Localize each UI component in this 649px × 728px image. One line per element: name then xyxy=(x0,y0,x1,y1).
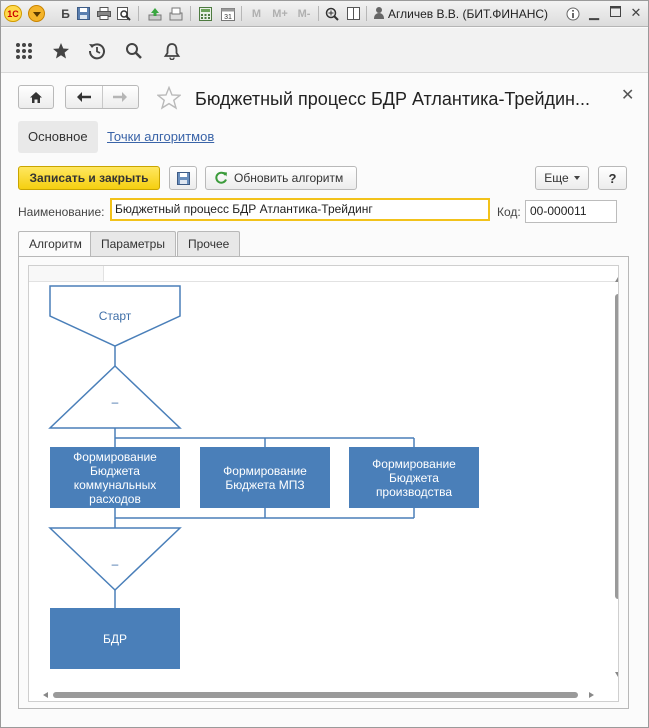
block-production-budget[interactable]: Формирование Бюджета производства xyxy=(349,447,479,508)
user-icon xyxy=(374,7,384,19)
code-input[interactable]: 00-000011 xyxy=(525,200,617,223)
notifications-bell-icon[interactable] xyxy=(163,42,181,61)
flowchart-connectors: Старт – – xyxy=(48,285,415,608)
scroll-left-icon[interactable] xyxy=(43,692,48,698)
current-user[interactable]: Агличев В.В. (БИТ.ФИНАНС) xyxy=(388,7,549,21)
scroll-down-icon[interactable] xyxy=(615,672,618,677)
calendar-icon[interactable]: 31 xyxy=(219,5,236,22)
form-close-icon[interactable]: ✕ xyxy=(621,87,635,104)
decision-2-label: – xyxy=(112,557,119,571)
save-and-close-button[interactable]: Записать и закрыть xyxy=(18,166,160,190)
history-nav-group xyxy=(65,85,139,109)
preview-icon[interactable] xyxy=(115,5,132,22)
upload-icon[interactable] xyxy=(146,5,163,22)
document-icon[interactable] xyxy=(167,5,184,22)
vertical-scrollbar[interactable] xyxy=(615,274,618,684)
toolbar-separator xyxy=(190,6,191,21)
scroll-right-icon[interactable] xyxy=(589,692,594,698)
name-label: Наименование: xyxy=(18,205,105,219)
tab-other[interactable]: Прочее xyxy=(177,231,241,257)
history-icon[interactable] xyxy=(88,42,106,60)
favorites-star-icon[interactable] xyxy=(52,42,70,60)
chevron-down-icon xyxy=(573,176,580,180)
window-close-icon[interactable]: ✕ xyxy=(630,5,642,20)
toolbar-separator xyxy=(241,6,242,21)
forward-button[interactable] xyxy=(103,86,139,108)
zoom-icon[interactable] xyxy=(323,5,340,22)
tab-parameters[interactable]: Параметры xyxy=(90,231,176,257)
1c-logo-icon[interactable]: 1С xyxy=(4,5,22,22)
algorithm-tab-panel: Старт – – Формирование Бюджета коммуналь… xyxy=(18,256,629,709)
home-icon xyxy=(30,91,42,103)
page-title: Бюджетный процесс БДР Атлантика-Трейдин.… xyxy=(195,89,590,109)
panel-icon[interactable] xyxy=(345,5,362,22)
more-button[interactable]: Еще xyxy=(535,166,589,190)
nav-tab-main[interactable]: Основное xyxy=(18,121,98,153)
toolbar-separator xyxy=(138,6,139,21)
canvas-corner xyxy=(29,266,104,282)
scroll-up-icon[interactable] xyxy=(615,277,618,282)
decision-shape-2[interactable] xyxy=(48,527,182,592)
memory-plus-icon[interactable]: M+ xyxy=(272,7,288,20)
toolbar-separator xyxy=(318,6,319,21)
nav-link-algorithm-points[interactable]: Точки алгоритмов xyxy=(107,129,215,144)
canvas-ruler xyxy=(104,266,618,282)
bold-letter-icon[interactable]: Б xyxy=(61,6,70,21)
start-label: Старт xyxy=(99,309,132,323)
maximize-icon[interactable] xyxy=(607,5,623,21)
decision-1-label: – xyxy=(112,395,119,409)
main-menu-dropdown-icon[interactable] xyxy=(28,5,45,22)
home-button[interactable] xyxy=(18,85,54,109)
arrow-left-icon xyxy=(76,92,91,102)
refresh-algorithm-label: Обновить алгоритм xyxy=(234,171,344,185)
more-label: Еще xyxy=(544,171,569,185)
tab-algorithm[interactable]: Алгоритм xyxy=(18,231,93,258)
save-button[interactable] xyxy=(169,166,197,190)
code-label: Код: xyxy=(497,205,521,219)
block-utilities-budget[interactable]: Формирование Бюджета коммунальных расход… xyxy=(50,447,180,508)
block-bdr[interactable]: БДР xyxy=(50,608,180,669)
memory-m-icon[interactable]: M xyxy=(251,7,262,20)
back-button[interactable] xyxy=(66,86,103,108)
horizontal-scrollbar[interactable] xyxy=(43,691,595,699)
refresh-icon xyxy=(215,171,227,184)
calculator-icon[interactable] xyxy=(197,5,214,22)
vertical-scroll-thumb[interactable] xyxy=(615,294,618,599)
calendar-day-text: 31 xyxy=(224,14,232,21)
save-icon xyxy=(176,171,190,185)
help-button[interactable]: ? xyxy=(598,166,627,190)
arrow-right-icon xyxy=(113,92,128,102)
favorite-star-icon[interactable] xyxy=(156,85,182,110)
name-input[interactable]: Бюджетный процесс БДР Атлантика-Трейдинг xyxy=(110,198,490,221)
search-icon[interactable] xyxy=(125,42,143,60)
minimize-icon[interactable]: ▁ xyxy=(589,5,599,20)
horizontal-scroll-thumb[interactable] xyxy=(53,692,578,698)
refresh-algorithm-button[interactable]: Обновить алгоритм xyxy=(205,166,357,190)
memory-minus-icon[interactable]: M- xyxy=(297,7,311,20)
block-mpz-budget[interactable]: Формирование Бюджета МПЗ xyxy=(200,447,330,508)
start-shape[interactable] xyxy=(49,285,181,347)
toolbar-separator xyxy=(366,6,367,21)
info-icon[interactable] xyxy=(564,5,581,22)
nav-toolbar xyxy=(1,28,648,73)
save-icon[interactable] xyxy=(75,5,92,22)
algorithm-diagram-canvas[interactable]: Старт – – Формирование Бюджета коммуналь… xyxy=(28,265,619,702)
apps-grid-icon[interactable] xyxy=(15,42,33,60)
print-icon[interactable] xyxy=(95,5,112,22)
title-bar: 1С Б 31 M M+ M- xyxy=(1,1,648,27)
